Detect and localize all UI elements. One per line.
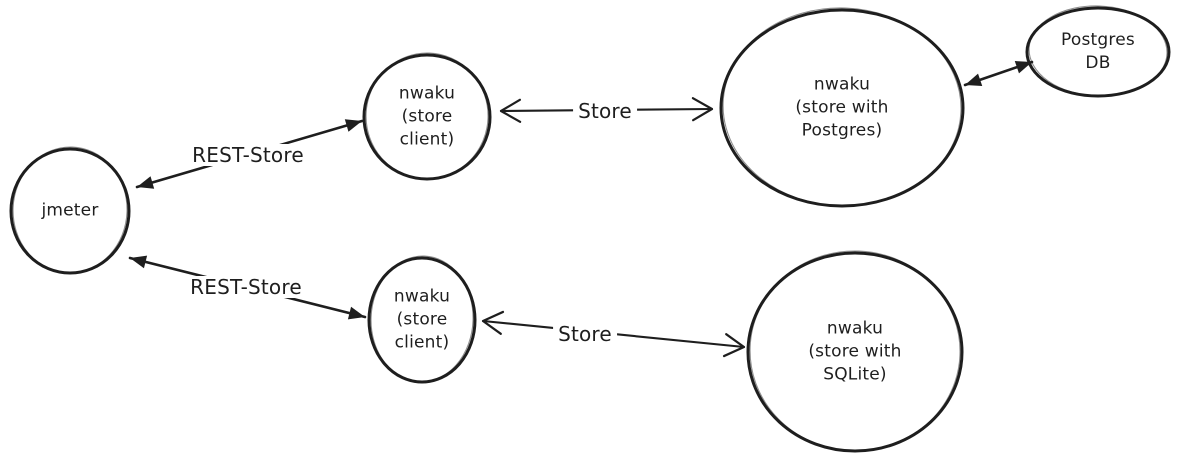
filled-arrowhead-icon xyxy=(130,255,148,269)
nwaku-store-postgres-node xyxy=(719,7,965,208)
jmeter-label: jmeter xyxy=(41,200,99,221)
nwaku-store-client-bottom-label: nwaku (store client) xyxy=(393,286,451,353)
store-top-label: Store xyxy=(573,100,637,122)
nwaku-store-client-top-label: nwaku (store client) xyxy=(398,83,456,150)
jmeter-sketch-stroke xyxy=(12,146,128,274)
nwaku-store-client-top-sketch-stroke xyxy=(365,52,489,180)
store-bottom-label: Store xyxy=(553,323,617,345)
open-arrowhead-icon xyxy=(722,333,746,358)
nwaku-store-sqlite-node xyxy=(746,250,964,453)
open-arrowhead-icon xyxy=(691,97,714,122)
open-arrowhead-icon xyxy=(499,98,522,123)
filled-arrowhead-icon xyxy=(965,73,983,86)
nwaku-store-client-bottom-sketch-stroke xyxy=(370,255,474,383)
open-arrowhead-icon xyxy=(481,310,505,335)
jmeter-node xyxy=(9,146,131,275)
nwaku-store-client-top-node xyxy=(362,52,492,181)
postgres-db-label: Postgres DB xyxy=(1061,30,1135,73)
nwaku-store-postgres-sketch-stroke xyxy=(722,7,962,207)
filled-arrowhead-icon xyxy=(344,119,362,132)
filled-arrowhead-icon xyxy=(347,306,365,320)
nwaku-store-sqlite-label: nwaku (store with SQLite) xyxy=(808,318,902,385)
filled-arrowhead-icon xyxy=(137,176,155,189)
filled-arrowhead-icon xyxy=(1014,61,1032,74)
rest-store-bottom-label: REST-Store xyxy=(185,276,307,298)
nwaku-store-postgres-label: nwaku (store with Postgres) xyxy=(795,74,889,141)
postgres-db-sketch-stroke xyxy=(1028,5,1168,97)
postgres-db-node xyxy=(1025,5,1171,98)
nwaku-store-client-bottom-node xyxy=(367,255,477,384)
postgres-db-link-edge xyxy=(963,60,1034,87)
rest-store-top-label: REST-Store xyxy=(187,144,309,166)
nwaku-store-sqlite-sketch-stroke xyxy=(749,250,961,452)
